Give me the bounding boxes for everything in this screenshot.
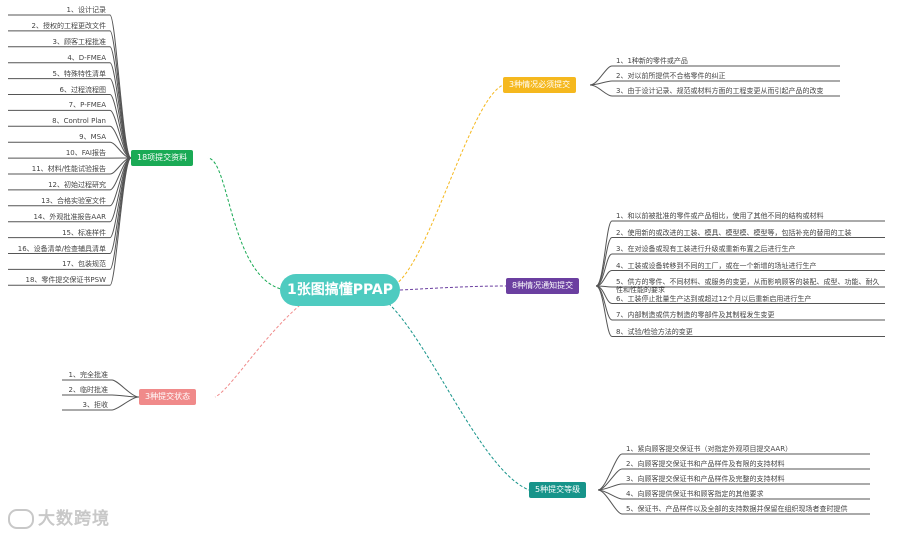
connector-line (109, 157, 132, 286)
document-list-item[interactable]: 4、D-FMEA (67, 53, 106, 62)
submission-level-item[interactable]: 2、向顾客提交保证书和产品样件及有限的支持材料 (626, 460, 785, 468)
document-list-item[interactable]: 16、设备清单/检查辅具清单 (17, 244, 106, 253)
connector-line (589, 65, 613, 86)
connector-line (595, 285, 613, 321)
submission-status-item[interactable]: 2、临时批准 (68, 386, 108, 394)
document-list-item[interactable]: 14、外观批准报告AAR (33, 212, 106, 221)
notification-situation-item[interactable]: 5、供方的零件、不同材料、或服务的变更，从而影响顾客的装配、成型、功能、耐久性和… (616, 278, 880, 294)
document-list-item[interactable]: 5、特殊特性清单 (52, 69, 106, 78)
document-list-item[interactable]: 13、合格实验室文件 (41, 196, 106, 205)
document-list-item[interactable]: 2、授权的工程更改文件 (31, 21, 106, 30)
document-list-item[interactable]: 8、Control Plan (52, 117, 106, 126)
notification-situation-item[interactable]: 4、工装或设备转移到不同的工厂，或在一个新增的场址进行生产 (616, 261, 817, 270)
mandatory-situation-item[interactable]: 3、由于设计记录、规范或材料方面的工程变更从而引起产品的改变 (616, 87, 824, 95)
document-list-item[interactable]: 15、标准样件 (62, 228, 106, 237)
notification-situation-item[interactable]: 3、在对设备或现有工装进行升级或重新布置之后进行生产 (616, 245, 796, 253)
watermark: 大数跨境 (8, 504, 110, 529)
document-list-item[interactable]: 9、MSA (79, 133, 106, 142)
document-list-item[interactable]: 17、包装规范 (62, 260, 106, 269)
connector-line (589, 80, 613, 86)
connector-line (595, 285, 613, 337)
connector-line (207, 157, 286, 291)
notification-situation-item[interactable]: 2、使用新的或改进的工装、模具、模型模、模型等，包括补充的替用的工装 (616, 228, 852, 237)
notification-situation-item[interactable]: 1、和以前被批准的零件或产品相比，使用了其他不同的结构或材料 (616, 212, 824, 220)
mandatory-situation-item[interactable]: 1、1种新的零件或产品 (616, 57, 688, 65)
connector-line (595, 220, 613, 287)
notification-situation-item[interactable]: 7、内部制造或供方制造的零部件及其制程发生变更 (616, 311, 775, 319)
connector-line (589, 84, 613, 97)
submission-status-item[interactable]: 3、拒收 (82, 401, 108, 409)
mandatory-situation-item[interactable]: 2、对以前所提供不合格零件的纠正 (616, 72, 726, 80)
notification-situation-item[interactable]: 8、试验/检验方法的变更 (616, 327, 693, 336)
watermark-text: 大数跨境 (38, 509, 110, 529)
branch-18-submission-documents[interactable]: 18项提交资料 (131, 150, 194, 166)
document-list-item[interactable]: 7、P-FMEA (68, 101, 106, 110)
submission-level-item[interactable]: 4、向顾客提供保证书和顾客指定的其他要求 (626, 490, 764, 498)
logo-icon (8, 509, 34, 529)
document-list-item[interactable]: 3、顾客工程批准 (52, 37, 106, 46)
branch-5-submission-levels[interactable]: 5种提交等级 (529, 482, 587, 498)
submission-status-item[interactable]: 1、完全批准 (68, 371, 108, 379)
document-list-item[interactable]: 10、FAI报告 (65, 149, 106, 158)
branch-3-mandatory-situations[interactable]: 3种情况必须提交 (503, 77, 577, 93)
root-node[interactable]: 1张图搞懂PPAP (280, 274, 400, 306)
connector-line (384, 299, 530, 491)
document-list-item[interactable]: 12、初始过程研究 (48, 180, 106, 189)
document-list-item[interactable]: 1、设计记录 (66, 6, 106, 14)
connector-line (394, 84, 504, 286)
connector-line (111, 379, 140, 398)
connector-line (597, 489, 623, 515)
branch-3-submission-status[interactable]: 3种提交状态 (139, 389, 197, 405)
submission-level-item[interactable]: 5、保证书、产品样件以及全部的支持数据并保留在组织现场者查时提供 (626, 505, 848, 513)
document-list-item[interactable]: 6、过程流程图 (59, 85, 106, 94)
submission-level-item[interactable]: 1、紧向顾客提交保证书（对指定外观项目提交AAR） (626, 445, 793, 453)
submission-level-item[interactable]: 3、向顾客提交保证书和产品样件及完整的支持材料 (626, 475, 785, 483)
document-list-item[interactable]: 11、材料/性能试验报告 (31, 165, 106, 173)
connector-line (214, 304, 301, 398)
document-list-item[interactable]: 18、零件提交保证书PSW (25, 276, 107, 285)
connector-line (399, 285, 507, 291)
notification-situation-item[interactable]: 6、工装停止批量生产达到或超过12个月以后重新启用进行生产 (616, 294, 812, 303)
branch-8-notification-situations[interactable]: 8种情况通知提交 (506, 278, 580, 294)
connector-line (111, 396, 140, 411)
